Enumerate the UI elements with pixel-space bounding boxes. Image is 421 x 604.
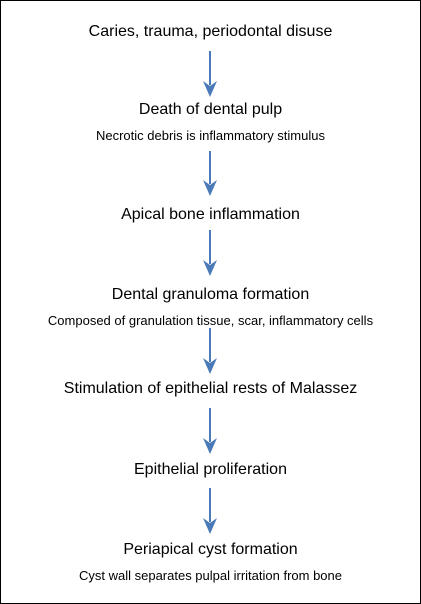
step-title: Apical bone inflammation (121, 206, 300, 223)
step-death-of-pulp: Death of dental pulp Necrotic debris is … (1, 100, 420, 144)
step-granuloma: Dental granuloma formation Composed of g… (1, 285, 420, 329)
down-arrow-icon (203, 51, 217, 97)
down-arrow-icon (203, 230, 217, 276)
step-subtitle: Cyst wall separates pulpal irritation fr… (78, 568, 342, 583)
down-arrow-icon (203, 328, 217, 374)
step-apical-inflammation: Apical bone inflammation (1, 205, 420, 225)
step-subtitle: Necrotic debris is inflammatory stimulus (95, 128, 325, 143)
step-periapical-cyst: Periapical cyst formation Cyst wall sepa… (1, 540, 420, 584)
step-title: Dental granuloma formation (111, 286, 310, 303)
step-malassez: Stimulation of epithelial rests of Malas… (1, 379, 420, 399)
step-title: Caries, trauma, periodontal disuse (88, 23, 333, 40)
step-title: Stimulation of epithelial rests of Malas… (63, 380, 358, 397)
step-title: Periapical cyst formation (123, 541, 298, 558)
down-arrow-icon (203, 151, 217, 196)
step-title: Death of dental pulp (138, 101, 283, 118)
down-arrow-icon (203, 408, 217, 454)
step-caries: Caries, trauma, periodontal disuse (1, 22, 420, 42)
step-title: Epithelial proliferation (134, 461, 287, 478)
step-epithelial-proliferation: Epithelial proliferation (1, 460, 420, 480)
step-subtitle: Composed of granulation tissue, scar, in… (47, 313, 374, 328)
down-arrow-icon (203, 488, 217, 534)
